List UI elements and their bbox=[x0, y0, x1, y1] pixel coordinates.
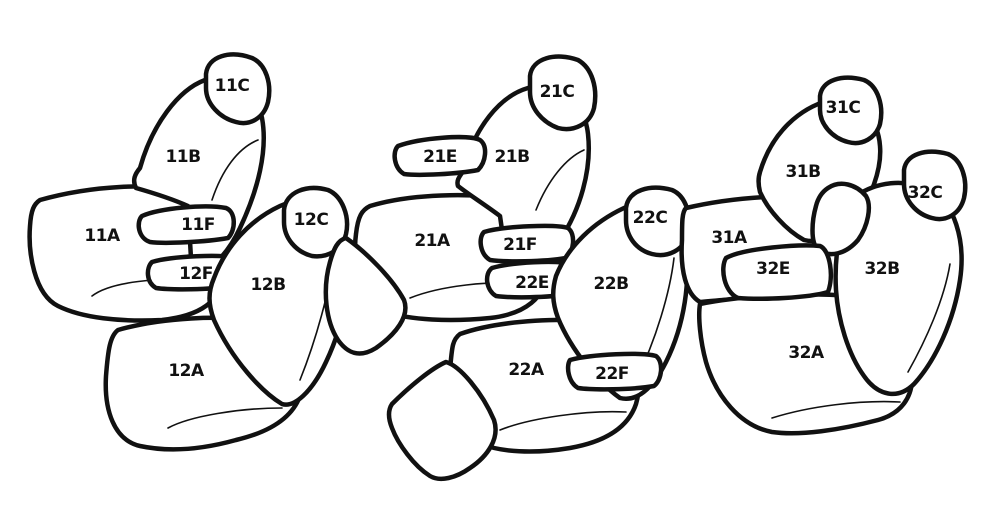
seat-part-31C[interactable] bbox=[817, 75, 884, 146]
label-32E: 32E bbox=[756, 259, 790, 279]
label-11F: 11F bbox=[181, 215, 215, 235]
seam-11B bbox=[211, 139, 259, 201]
label-32A: 32A bbox=[788, 343, 825, 363]
label-32B: 32B bbox=[864, 259, 899, 279]
label-22C: 22C bbox=[633, 208, 668, 228]
label-21F: 21F bbox=[503, 235, 537, 255]
seam-32B bbox=[907, 263, 951, 373]
seat-12 bbox=[103, 185, 351, 452]
label-31C: 31C bbox=[826, 98, 861, 118]
seat-part-21E[interactable] bbox=[392, 134, 488, 178]
seat-3-bench bbox=[679, 75, 968, 436]
seat-part-21-legrest[interactable] bbox=[323, 235, 408, 356]
seat-part-11F[interactable] bbox=[136, 204, 236, 246]
seam-22A bbox=[499, 410, 627, 431]
label-32C: 32C bbox=[908, 183, 943, 203]
seat-part-32C[interactable] bbox=[901, 149, 968, 222]
seat-part-21C[interactable] bbox=[527, 54, 598, 132]
label-21C: 21C bbox=[540, 82, 575, 102]
seat-21 bbox=[323, 54, 598, 356]
seat-22 bbox=[386, 185, 692, 481]
seam-21B bbox=[535, 149, 585, 211]
label-22A: 22A bbox=[508, 360, 545, 380]
seat-part-12C[interactable] bbox=[281, 185, 350, 259]
seat-part-22-legrest[interactable] bbox=[386, 359, 498, 481]
label-22B: 22B bbox=[593, 274, 628, 294]
label-11A: 11A bbox=[84, 226, 121, 246]
label-21E: 21E bbox=[423, 147, 457, 167]
seat-part-32-shoulder bbox=[810, 181, 871, 257]
seat-part-22F[interactable] bbox=[565, 351, 664, 392]
label-22E: 22E bbox=[515, 273, 549, 293]
seat-part-32E[interactable] bbox=[721, 243, 833, 301]
seam-12A bbox=[167, 407, 283, 429]
label-12A: 12A bbox=[168, 361, 205, 381]
label-12F: 12F bbox=[179, 264, 213, 284]
label-12C: 12C bbox=[294, 210, 329, 230]
seat-part-11C[interactable] bbox=[203, 52, 272, 126]
part-labels: 11C 11B 11A 11F 12F 12C 12B 12A 21C 21E … bbox=[84, 76, 943, 384]
label-12B: 12B bbox=[250, 275, 285, 295]
label-21A: 21A bbox=[414, 231, 451, 251]
label-22F: 22F bbox=[595, 364, 629, 384]
label-21B: 21B bbox=[494, 147, 529, 167]
label-31B: 31B bbox=[785, 162, 820, 182]
label-11C: 11C bbox=[215, 76, 250, 96]
label-11B: 11B bbox=[165, 147, 200, 167]
seam-32A bbox=[771, 400, 901, 419]
label-31A: 31A bbox=[711, 228, 748, 248]
